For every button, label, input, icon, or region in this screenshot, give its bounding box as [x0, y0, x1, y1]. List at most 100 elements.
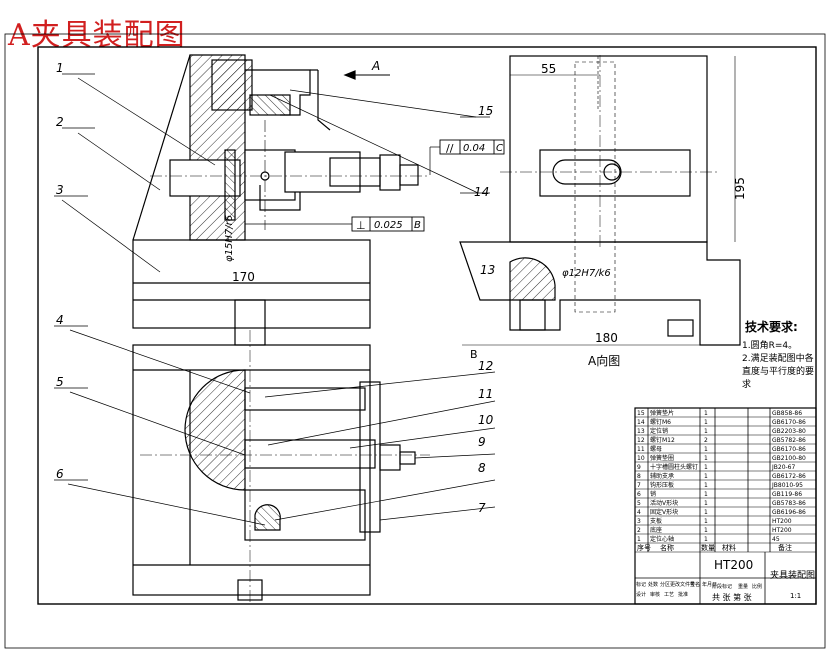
tech-req-line: 1.圆角R=4。 [742, 339, 797, 351]
tech-req-line: 求 [742, 378, 751, 390]
bom-cell-qty: 1 [704, 491, 708, 498]
balloon-14: 14 [474, 185, 489, 199]
bom-cell-no: 2 [637, 527, 641, 534]
bom-cell-name: 底座 [650, 526, 662, 534]
a-view [459, 55, 741, 346]
bom-cell-name: 辅助支承 [650, 472, 674, 480]
balloon-2: 2 [56, 115, 64, 129]
tech-req-line: 2.满足装配图中各 [742, 352, 814, 364]
tb-role-design: 设计 [636, 591, 646, 598]
bom-cell-name: 钩形压板 [650, 481, 674, 489]
tb-label-change: 更改文件号 [670, 581, 695, 588]
bom-cell-qty: 1 [704, 464, 708, 471]
bom-cell-name: 活动V形块 [650, 499, 678, 507]
tb-label-sign: 签名 [690, 581, 700, 588]
bom-cell-name: 定位心轴 [650, 535, 674, 543]
balloon-5: 5 [56, 375, 64, 389]
bom-cell-std: GB858-86 [772, 410, 802, 417]
bom-cell-std: GB5783-86 [772, 500, 806, 507]
bom-cell-name: 定位销 [650, 427, 668, 435]
bom-cell-name: 弹簧垫片 [650, 409, 674, 417]
tb-role-review: 审核 [650, 591, 660, 598]
perp-datum: B [414, 220, 421, 231]
front-view [54, 54, 505, 329]
bom-cell-name: 十字槽圆柱头螺钉 [650, 463, 698, 471]
tech-req-line: 直度与平行度的要 [742, 365, 814, 377]
top-view [54, 299, 496, 604]
balloon-11: 11 [478, 387, 493, 401]
bom-cell-qty: 1 [704, 419, 708, 426]
bom-cell-qty: 1 [704, 482, 708, 489]
title-scale: 1:1 [790, 592, 801, 600]
bom-cell-no: 7 [637, 482, 641, 489]
bom-cell-no: 3 [637, 518, 641, 525]
bom-header-name: 名称 [660, 543, 674, 552]
bom-cell-name: 支板 [650, 517, 662, 525]
bom-cell-std: HT200 [772, 518, 792, 525]
balloon-7: 7 [478, 501, 486, 515]
dimension-170: 170 [232, 270, 255, 284]
bom-cell-std: GB6196-86 [772, 509, 806, 516]
bom-header-qty: 数量 [701, 543, 715, 552]
bom-cell-no: 13 [637, 428, 645, 435]
bom-cell-name: 固定V形块 [650, 508, 678, 516]
bom-cell-name: 螺钉M6 [650, 418, 671, 426]
bom-cell-no: 10 [637, 455, 645, 462]
inner-border [37, 46, 817, 605]
bom-grid [635, 407, 816, 553]
bom-cell-no: 1 [637, 536, 641, 543]
balloon-6: 6 [56, 467, 64, 481]
bom-cell-no: 9 [637, 464, 641, 471]
balloon-1: 1 [56, 61, 64, 75]
bom-cell-qty: 1 [704, 500, 708, 507]
perp-symbol: ⊥ [356, 219, 366, 232]
bom-cell-std: GB2100-80 [772, 455, 806, 462]
bom-cell-std: 45 [772, 536, 780, 543]
view-caption: A向图 [588, 353, 620, 368]
bom-cell-name: 销 [650, 490, 656, 498]
bom-cell-no: 11 [637, 446, 645, 453]
bom-cell-qty: 1 [704, 446, 708, 453]
bom-cell-no: 14 [637, 419, 645, 426]
parallel-datum: C [496, 143, 503, 154]
bom-header-note: 备注 [778, 543, 792, 552]
balloon-9: 9 [478, 435, 486, 449]
tb-ratio: 比例 [752, 583, 762, 590]
tb-stage: 阶段标记 [712, 583, 732, 590]
title-drawing-name: 夹具装配图 [770, 569, 815, 581]
balloon-15: 15 [478, 104, 493, 118]
title-company: 共 张 第 张 [712, 592, 752, 602]
bom-cell-std: JB20-67 [771, 464, 796, 471]
dimension-180: 180 [595, 331, 618, 345]
bom-header-no: 序号 [637, 543, 651, 552]
bom-cell-no: 5 [637, 500, 641, 507]
dimension-195: 195 [733, 177, 747, 200]
bom-cell-std: HT200 [772, 527, 792, 534]
title-material: HT200 [714, 558, 753, 572]
bom-cell-qty: 1 [704, 527, 708, 534]
bom-cell-std: GB6170-86 [772, 446, 806, 453]
balloon-4: 4 [56, 313, 64, 327]
bom-cell-no: 6 [637, 491, 641, 498]
bom-cell-qty: 1 [704, 536, 708, 543]
section-label-a: A [371, 59, 380, 73]
bom-cell-std: GB5782-86 [772, 437, 806, 444]
outer-border [4, 33, 826, 649]
tb-label-mark: 标记 [636, 581, 646, 588]
bom-cell-name: 螺钉M12 [650, 436, 675, 444]
bom-cell-qty: 1 [704, 473, 708, 480]
tb-weight: 重量 [738, 583, 748, 590]
tb-label-date: 年月日 [702, 581, 717, 588]
balloon-8: 8 [478, 461, 486, 475]
perp-tolerance: 0.025 [374, 220, 403, 231]
bom-cell-qty: 2 [704, 437, 708, 444]
parallel-tolerance: 0.04 [463, 143, 485, 154]
bom-cell-qty: 1 [704, 509, 708, 516]
dimension-55: 55 [541, 62, 556, 76]
fit-right: φ12H7/k6 [562, 268, 611, 279]
parallel-symbol: // [446, 142, 454, 155]
datum-b: B [470, 348, 478, 361]
balloon-10: 10 [478, 413, 494, 427]
